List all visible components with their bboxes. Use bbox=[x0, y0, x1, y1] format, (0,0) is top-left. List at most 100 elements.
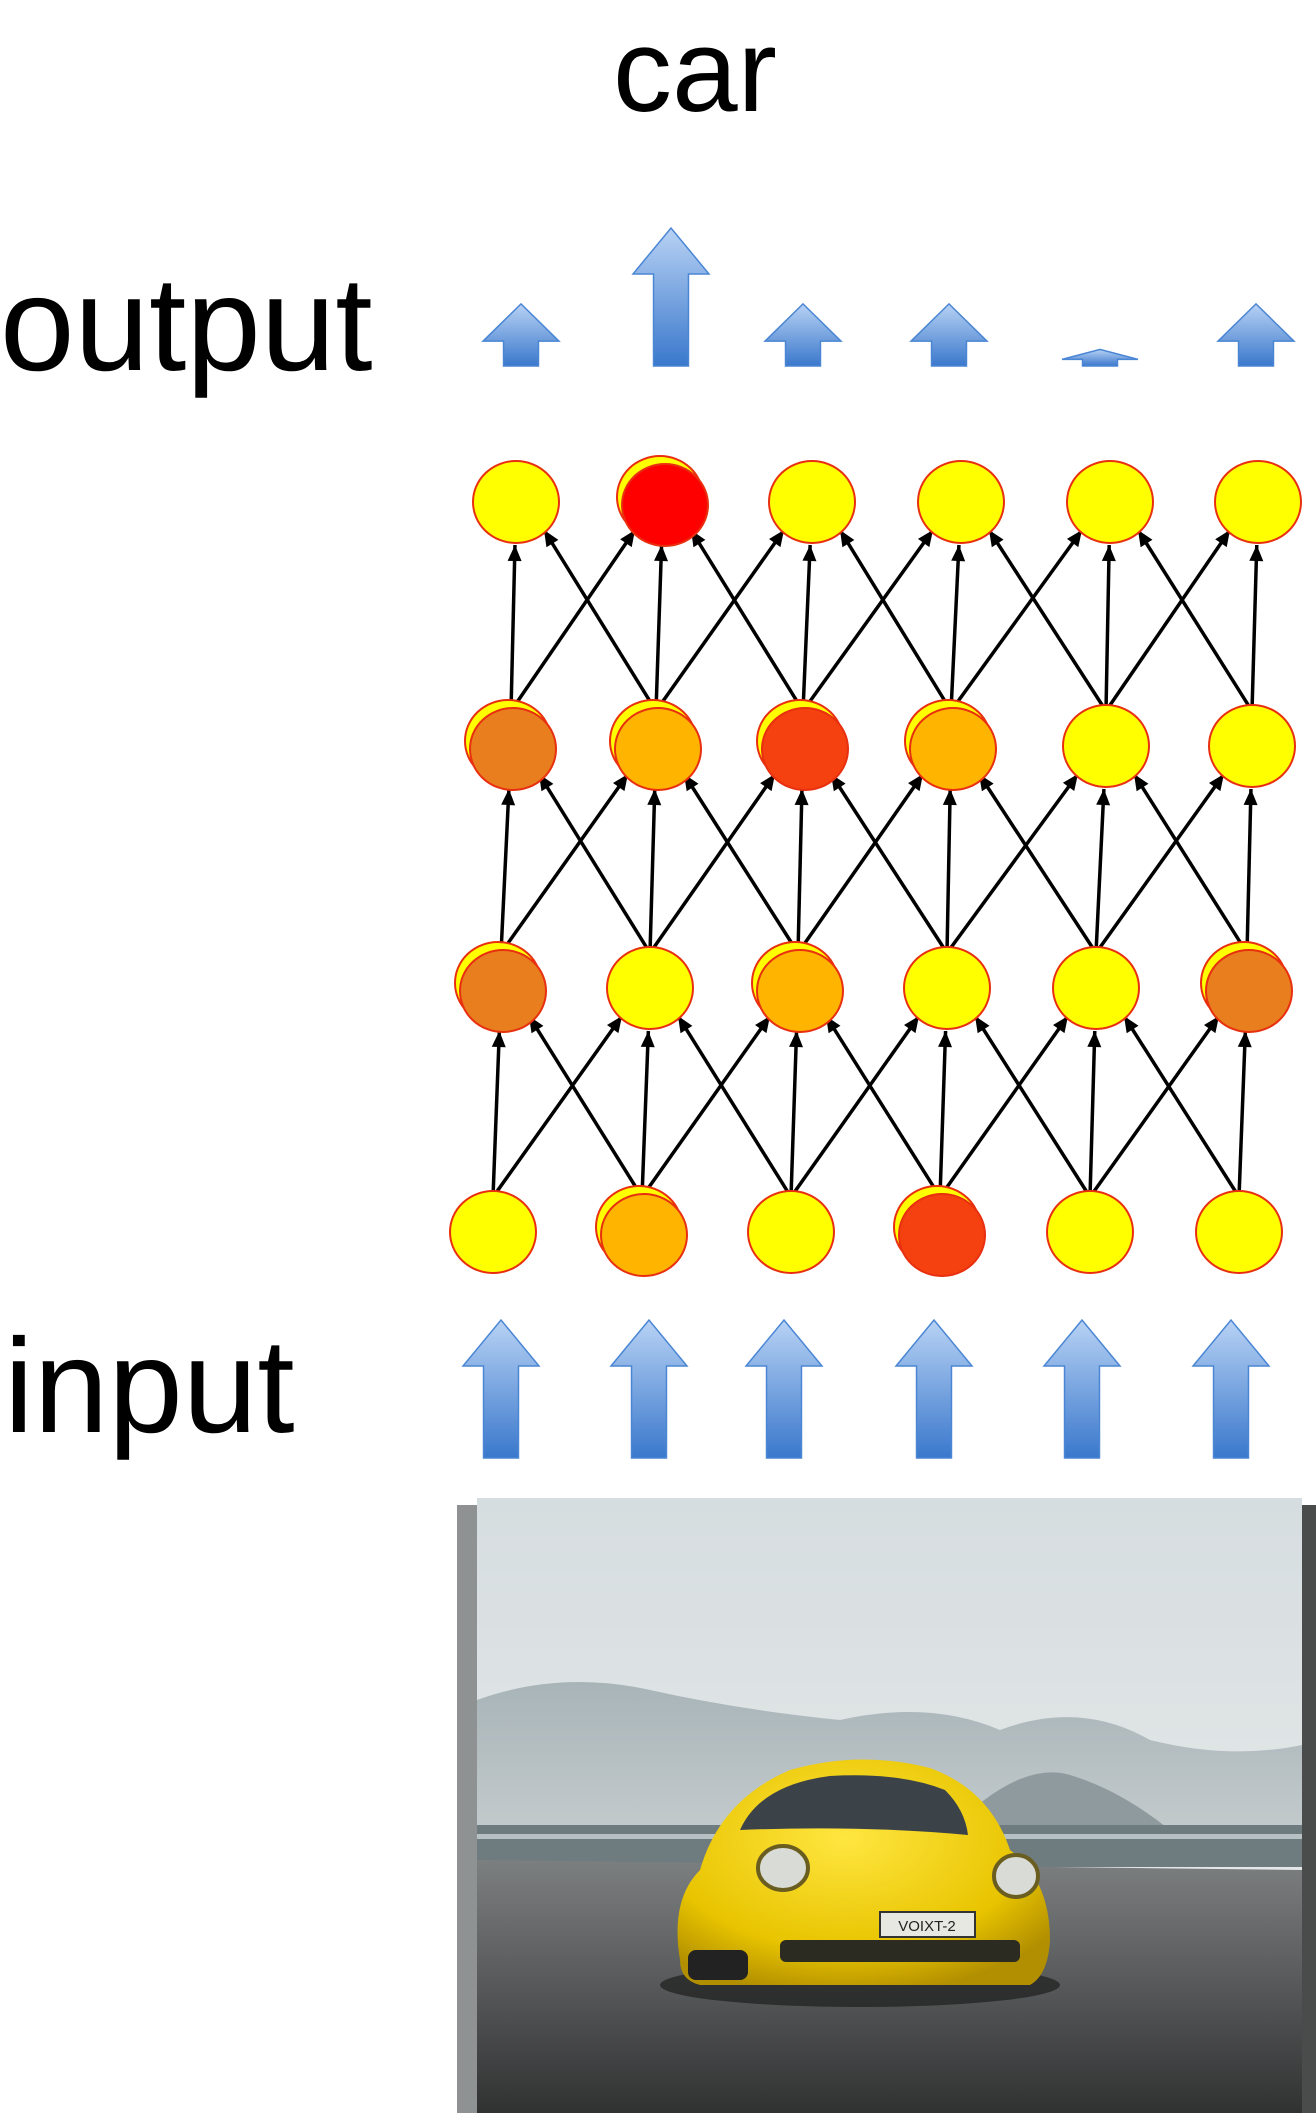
input-arrow-1 bbox=[461, 1318, 541, 1459]
connection-arrowhead bbox=[760, 774, 775, 792]
hidden-layer-2-node-6 bbox=[1208, 704, 1296, 788]
connection-line bbox=[949, 544, 961, 712]
connection-arrowhead bbox=[654, 545, 669, 562]
connection-arrowhead bbox=[607, 1016, 622, 1034]
connection-line bbox=[1122, 1015, 1241, 1198]
output-arrow-5 bbox=[1061, 348, 1139, 367]
connection-line bbox=[796, 788, 804, 954]
hidden-layer-1-node-6 bbox=[1205, 949, 1293, 1033]
connection-arrowhead bbox=[1215, 530, 1230, 548]
connection-line bbox=[973, 1015, 1092, 1198]
output-label: output bbox=[0, 250, 373, 399]
hidden-layer-1-node-5 bbox=[1052, 946, 1140, 1030]
connection-arrowhead bbox=[1087, 1031, 1102, 1048]
connection-line bbox=[527, 1015, 644, 1198]
hidden-layer-2-node-2 bbox=[614, 707, 702, 791]
connection-arrowhead bbox=[989, 530, 1004, 548]
hidden-layer-1-node-4 bbox=[903, 946, 991, 1030]
hidden-layer-1-node-3 bbox=[756, 949, 844, 1033]
car-shape: VOIXT-2 bbox=[660, 1759, 1060, 2007]
output-layer-node-1 bbox=[472, 460, 560, 544]
connection-arrowhead bbox=[613, 774, 628, 792]
connection-line bbox=[1094, 772, 1226, 955]
connection-line bbox=[654, 528, 786, 713]
connection-line bbox=[648, 772, 777, 955]
license-plate: VOIXT-2 bbox=[898, 1918, 956, 1935]
connection-line bbox=[796, 772, 925, 955]
output-arrow-6 bbox=[1216, 302, 1296, 367]
connection-arrowhead bbox=[507, 545, 522, 562]
output-arrow-1 bbox=[481, 302, 561, 367]
connection-arrowhead bbox=[951, 545, 966, 562]
connection-line bbox=[499, 772, 630, 955]
input-arrow-3 bbox=[744, 1318, 824, 1459]
connection-line bbox=[789, 1030, 799, 1198]
connection-line bbox=[1132, 773, 1249, 954]
network-connections bbox=[491, 528, 1264, 1199]
connection-arrowhead bbox=[942, 789, 957, 806]
connection-arrowhead bbox=[755, 1016, 770, 1034]
connection-line bbox=[987, 529, 1108, 712]
connection-arrowhead bbox=[647, 789, 662, 806]
connection-arrowhead bbox=[840, 530, 855, 548]
connection-line bbox=[838, 529, 953, 712]
connection-arrowhead bbox=[1134, 774, 1149, 792]
output-arrows bbox=[481, 226, 1296, 367]
connection-arrowhead bbox=[769, 530, 784, 548]
connection-arrowhead bbox=[501, 789, 516, 806]
connection-line bbox=[491, 1014, 624, 1199]
connection-line bbox=[509, 529, 637, 712]
connection-arrowhead bbox=[1204, 1016, 1219, 1034]
connection-arrowhead bbox=[1208, 774, 1224, 792]
connection-line bbox=[689, 529, 805, 712]
input-label: input bbox=[4, 1312, 295, 1461]
hidden-layer-2-node-4 bbox=[909, 707, 997, 791]
connection-arrowhead bbox=[1124, 1016, 1139, 1034]
connection-arrowhead bbox=[1138, 530, 1153, 548]
connection-arrowhead bbox=[1249, 545, 1264, 562]
connection-line bbox=[1136, 529, 1254, 712]
output-layer-node-2 bbox=[621, 463, 709, 547]
connection-line bbox=[1237, 1030, 1248, 1198]
output-arrow-2 bbox=[631, 226, 711, 367]
connection-arrowhead bbox=[794, 789, 809, 806]
hidden-layer-2-node-3 bbox=[761, 707, 849, 791]
connection-arrowhead bbox=[544, 530, 559, 548]
connection-line bbox=[801, 528, 935, 713]
connection-line bbox=[1104, 529, 1232, 712]
output-arrow-4 bbox=[909, 302, 989, 367]
output-layer-node-3 bbox=[768, 460, 856, 544]
connection-arrowhead bbox=[938, 1031, 953, 1048]
connection-line bbox=[938, 1030, 948, 1198]
connection-line bbox=[789, 1014, 921, 1199]
hidden-layer-1-node-1 bbox=[459, 949, 547, 1033]
hidden-layer-1-node-2 bbox=[606, 946, 694, 1030]
connection-arrowhead bbox=[802, 545, 817, 562]
connection-line bbox=[654, 544, 664, 712]
photo-mountain bbox=[950, 1772, 1170, 1830]
connection-line bbox=[1104, 544, 1111, 712]
input-arrow-2 bbox=[609, 1318, 689, 1459]
connection-line bbox=[640, 1030, 651, 1198]
connection-arrowhead bbox=[917, 530, 933, 548]
connection-line bbox=[801, 544, 812, 712]
connection-arrowhead bbox=[904, 1016, 919, 1034]
input-arrows bbox=[461, 1318, 1271, 1459]
hidden-layer-2-node-1 bbox=[469, 707, 557, 791]
photo-edge-left bbox=[457, 1505, 479, 2113]
connection-arrowhead bbox=[789, 1031, 804, 1048]
connection-line bbox=[676, 1015, 793, 1198]
input-layer-node-3 bbox=[747, 1190, 835, 1274]
output-layer-node-5 bbox=[1066, 460, 1154, 544]
connection-line bbox=[824, 1015, 942, 1198]
connection-arrowhead bbox=[1237, 1031, 1252, 1048]
hidden-layer-2-node-5 bbox=[1062, 704, 1150, 788]
network-nodes bbox=[449, 455, 1302, 1277]
connection-line bbox=[1245, 788, 1253, 954]
connection-line bbox=[938, 1014, 1070, 1199]
input-layer-node-6 bbox=[1195, 1190, 1283, 1274]
connection-line bbox=[1250, 544, 1259, 712]
connection-line bbox=[977, 773, 1098, 954]
connection-line bbox=[491, 1030, 502, 1198]
connection-arrowhead bbox=[678, 1016, 693, 1034]
